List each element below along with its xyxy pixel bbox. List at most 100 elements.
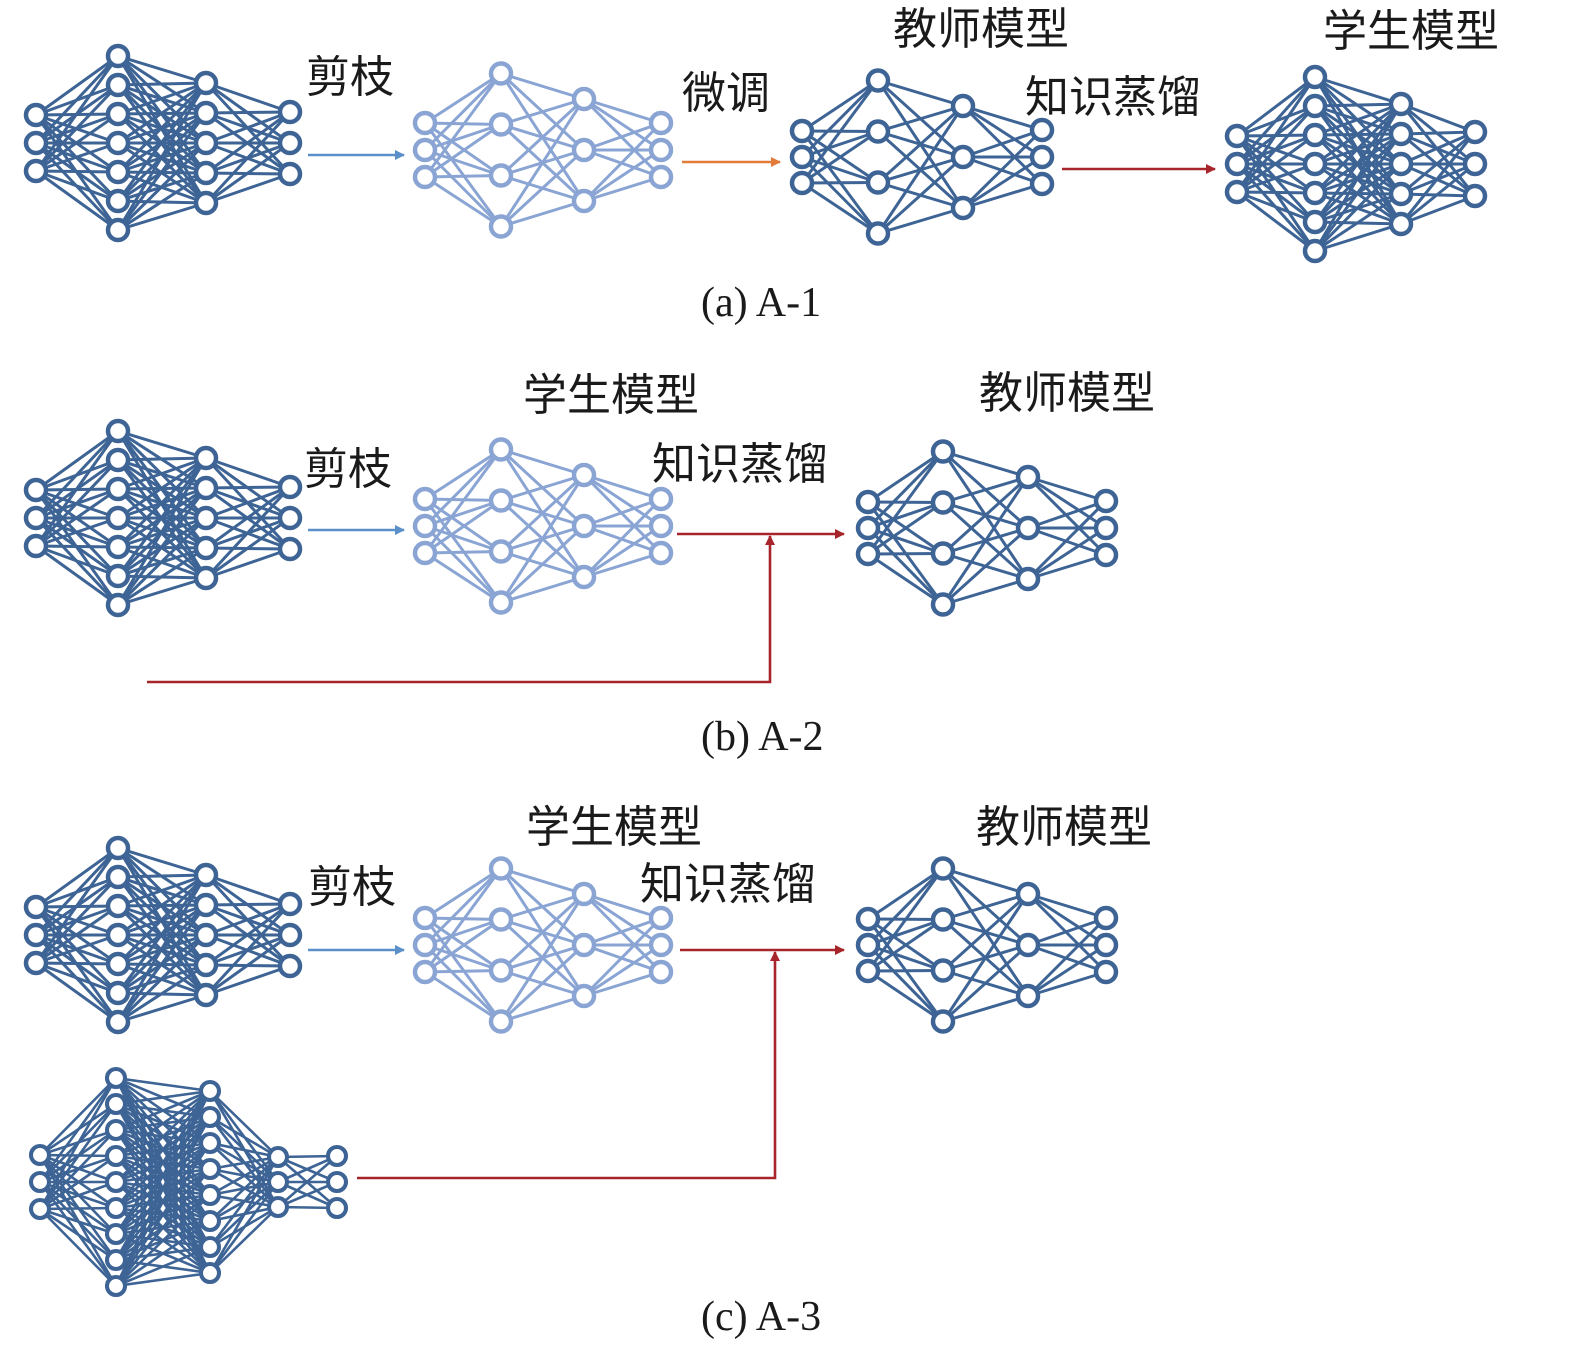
net-node — [193, 160, 219, 186]
net-node — [648, 513, 674, 539]
net-edge — [1026, 916, 1108, 998]
net-edge — [499, 524, 586, 604]
net-edge — [116, 141, 208, 232]
net-teacher-a-edges — [800, 79, 1044, 235]
net-node — [1302, 209, 1328, 235]
net-node — [1093, 488, 1119, 514]
net-edge — [35, 516, 119, 548]
net-edge — [1027, 499, 1107, 530]
net-edge — [277, 1155, 338, 1208]
net-edge — [34, 430, 120, 547]
net-edge — [205, 933, 291, 997]
net-edge — [801, 181, 879, 185]
net-node — [571, 188, 597, 214]
net-edge — [499, 893, 586, 1023]
net-edge — [35, 112, 119, 173]
prune-label-a: 剪枝 — [306, 52, 394, 103]
net-edge — [116, 457, 208, 577]
teacher-source-arrow-b — [147, 535, 775, 684]
net-edge — [867, 501, 944, 530]
net-edge — [1314, 192, 1402, 253]
net-node — [930, 1009, 956, 1034]
net-edge — [205, 902, 291, 967]
net-node — [193, 445, 219, 471]
net-node — [1302, 93, 1328, 119]
net-edge — [35, 904, 119, 965]
net-edge — [1313, 102, 1403, 195]
net-edge — [117, 201, 207, 232]
net-edge — [424, 175, 502, 228]
net-edge — [424, 943, 502, 972]
net-node — [105, 893, 131, 919]
net-node — [198, 1261, 222, 1285]
net-edge — [1313, 133, 1403, 252]
net-edge — [1313, 103, 1403, 223]
net-edge — [1027, 553, 1107, 581]
net-node — [488, 214, 514, 239]
net-edge — [115, 1271, 211, 1288]
net-edge — [500, 473, 585, 502]
net-node — [105, 159, 131, 185]
net-edge — [583, 970, 662, 998]
net-edge — [941, 476, 1030, 606]
net-edge — [34, 54, 120, 145]
net-edge — [942, 892, 1029, 921]
net-edge — [39, 1180, 117, 1211]
net-edge — [942, 577, 1029, 606]
net-edge — [35, 846, 119, 909]
net-edge — [116, 82, 208, 202]
net-node — [277, 536, 303, 562]
net-node — [1388, 181, 1414, 207]
net-node — [1302, 64, 1328, 90]
net-node — [277, 474, 303, 500]
net-edge — [866, 867, 945, 947]
net-edge — [583, 497, 662, 528]
net-edge — [205, 964, 291, 997]
net-node — [648, 932, 674, 958]
net-node — [23, 102, 49, 128]
teacher-label-a: 教师模型 — [893, 4, 1069, 55]
net-edge — [1236, 190, 1316, 253]
net-edge — [941, 893, 1030, 1023]
net-edge — [1236, 162, 1316, 194]
net-node — [488, 1009, 514, 1034]
net-edge — [34, 846, 120, 937]
net-node — [648, 905, 674, 931]
net-edge — [35, 169, 119, 203]
net-node — [950, 195, 976, 221]
net-node — [488, 856, 514, 881]
net-teacher-b — [855, 439, 1119, 617]
net-node — [1093, 515, 1119, 541]
net-edge — [114, 1090, 212, 1261]
net-edge — [1027, 970, 1107, 998]
net-edge — [866, 526, 945, 606]
net-node — [104, 1092, 128, 1116]
net-edge — [876, 104, 965, 184]
net-edge — [801, 130, 879, 159]
net-edge — [38, 1103, 118, 1210]
net-node — [950, 144, 976, 170]
net-edge — [116, 487, 208, 606]
net-node — [648, 164, 674, 190]
net-edge — [1027, 475, 1107, 530]
net-node — [23, 158, 49, 184]
net-node — [193, 565, 219, 591]
net-node — [193, 952, 219, 978]
net-node — [1029, 144, 1055, 170]
net-edge — [867, 867, 944, 921]
net-node — [488, 112, 514, 137]
net-edge — [115, 1219, 211, 1288]
net-student-a — [1224, 64, 1488, 264]
net-edge — [424, 551, 502, 604]
net-node — [1462, 183, 1488, 209]
net-edge — [1314, 222, 1402, 253]
net-edge — [942, 450, 1029, 479]
net-node — [1224, 123, 1250, 149]
distill-label-b: 知识蒸馏 — [652, 439, 828, 490]
net-node — [277, 953, 303, 979]
net-edge — [114, 1090, 212, 1287]
net-edge — [117, 54, 207, 85]
net-edge — [424, 448, 502, 501]
net-edge — [424, 72, 502, 125]
